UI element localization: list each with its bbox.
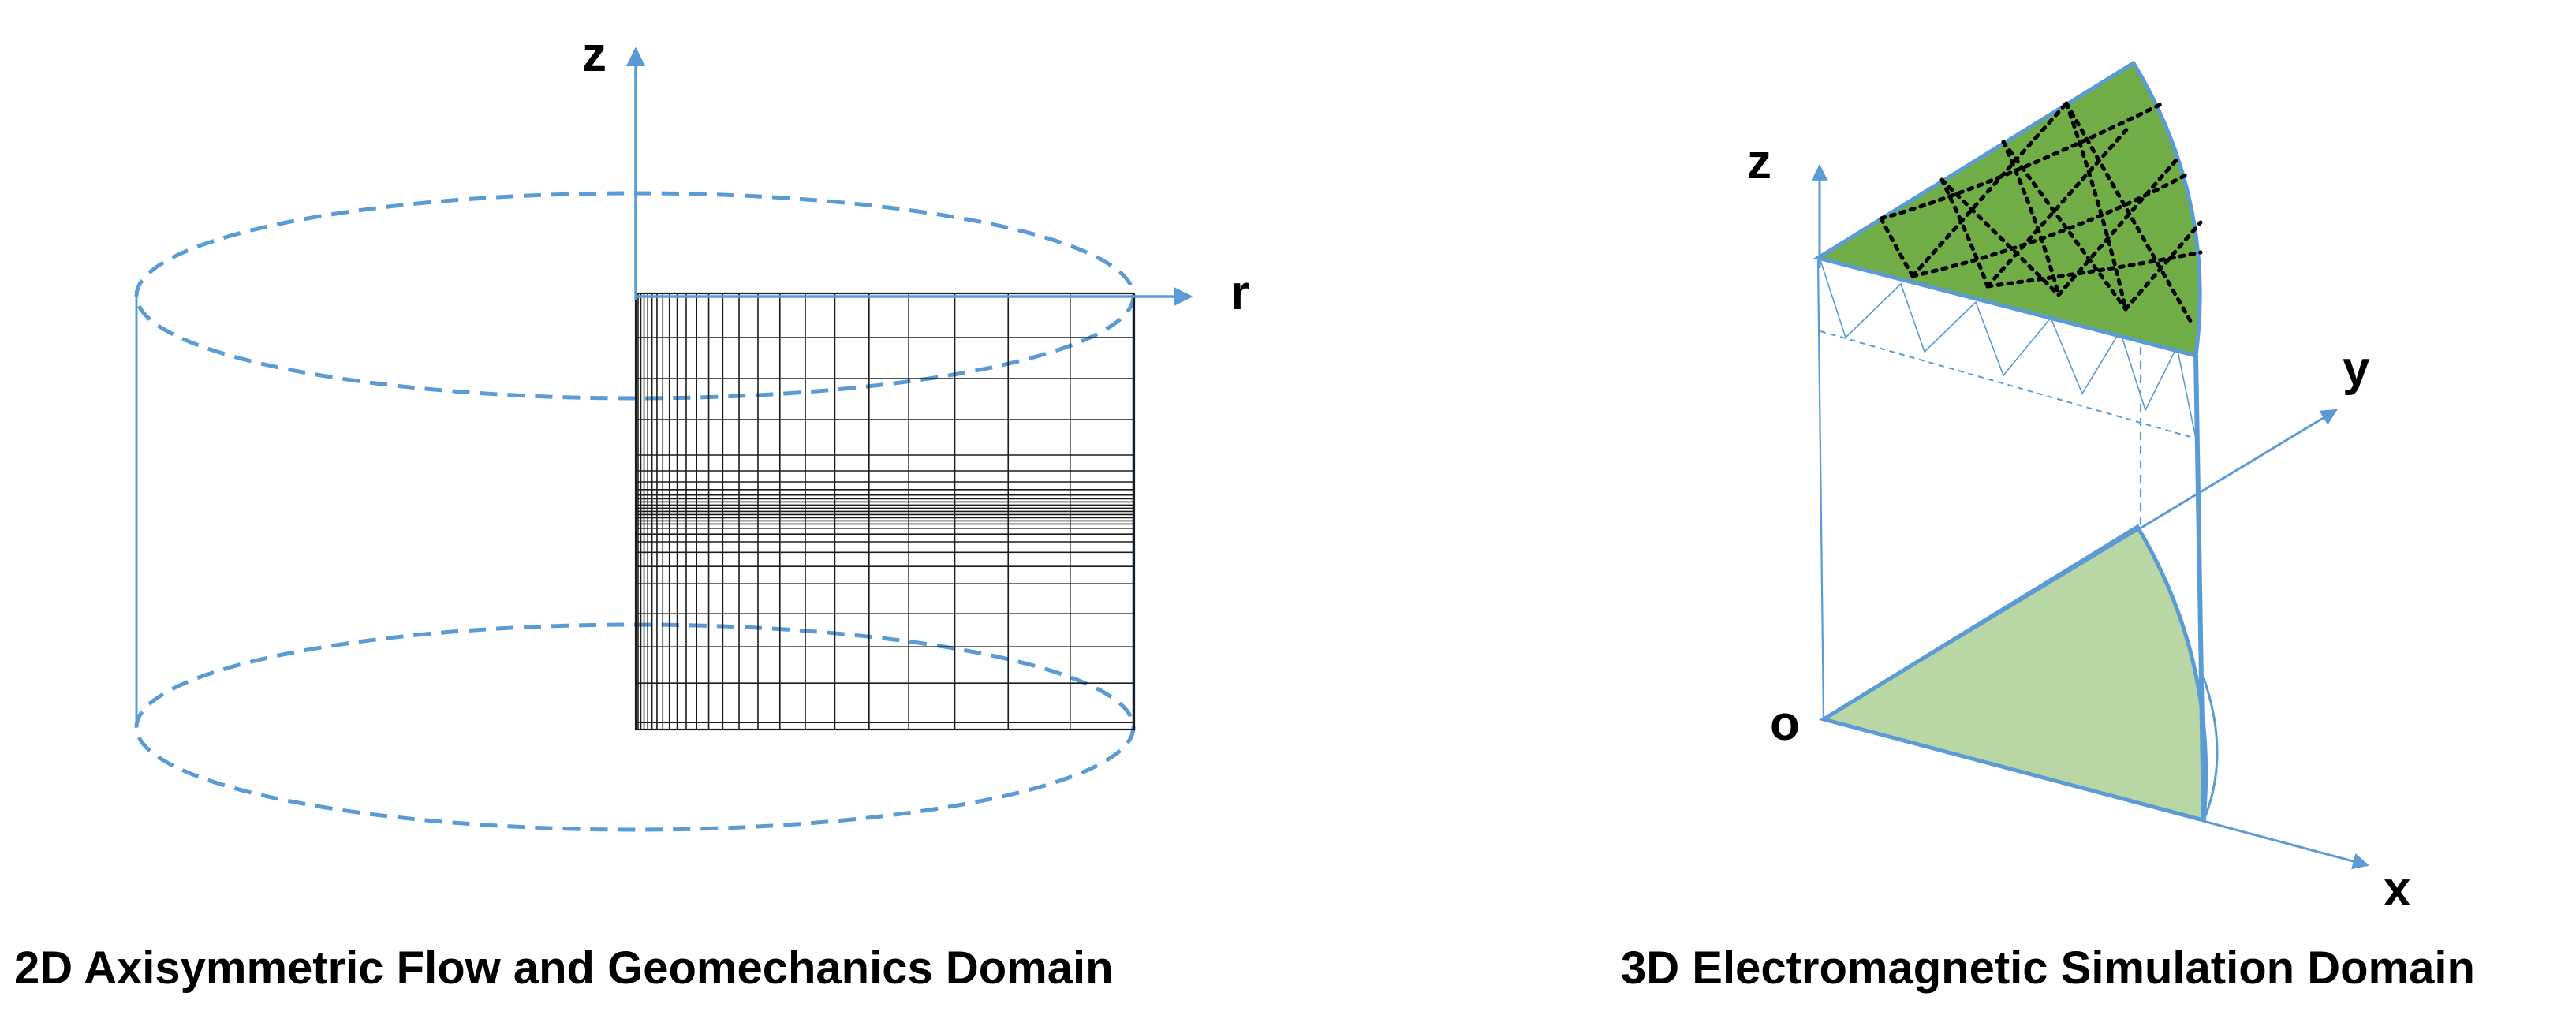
side-mesh-zigzag <box>1820 259 2197 439</box>
radial-mesh-grid <box>634 292 1136 731</box>
electromagnetic-domain-panel: z y x o 3D Electromagnetic Simulation Do… <box>1621 60 2475 994</box>
axisymmetric-domain-panel: z r 2D Axisymmetric Flow and Geomechanic… <box>14 28 1249 994</box>
side-mesh-lower-edge <box>1820 330 2197 439</box>
x-axis <box>1823 718 2370 870</box>
origin-label: o <box>1770 696 1800 751</box>
z-axis-label-left: z <box>582 28 607 82</box>
y-axis-label: y <box>2343 341 2370 396</box>
vertical-edge-origin <box>1816 259 1825 720</box>
top-sector <box>1813 60 2202 359</box>
top-sector-triangle-mesh <box>1879 101 2203 327</box>
left-caption: 2D Axisymmetric Flow and Geomechanics Do… <box>14 942 1114 994</box>
right-caption: 3D Electromagnetic Simulation Domain <box>1621 942 2475 994</box>
vertical-edge-corner <box>2193 354 2206 821</box>
r-axis-label: r <box>1230 266 1249 320</box>
bottom-sector <box>1818 524 2208 823</box>
x-axis-label: x <box>2384 862 2411 916</box>
bottom-sector-inner-arc <box>2202 677 2219 821</box>
y-axis <box>1823 409 2338 721</box>
z-axis-label-right: z <box>1747 135 1771 189</box>
